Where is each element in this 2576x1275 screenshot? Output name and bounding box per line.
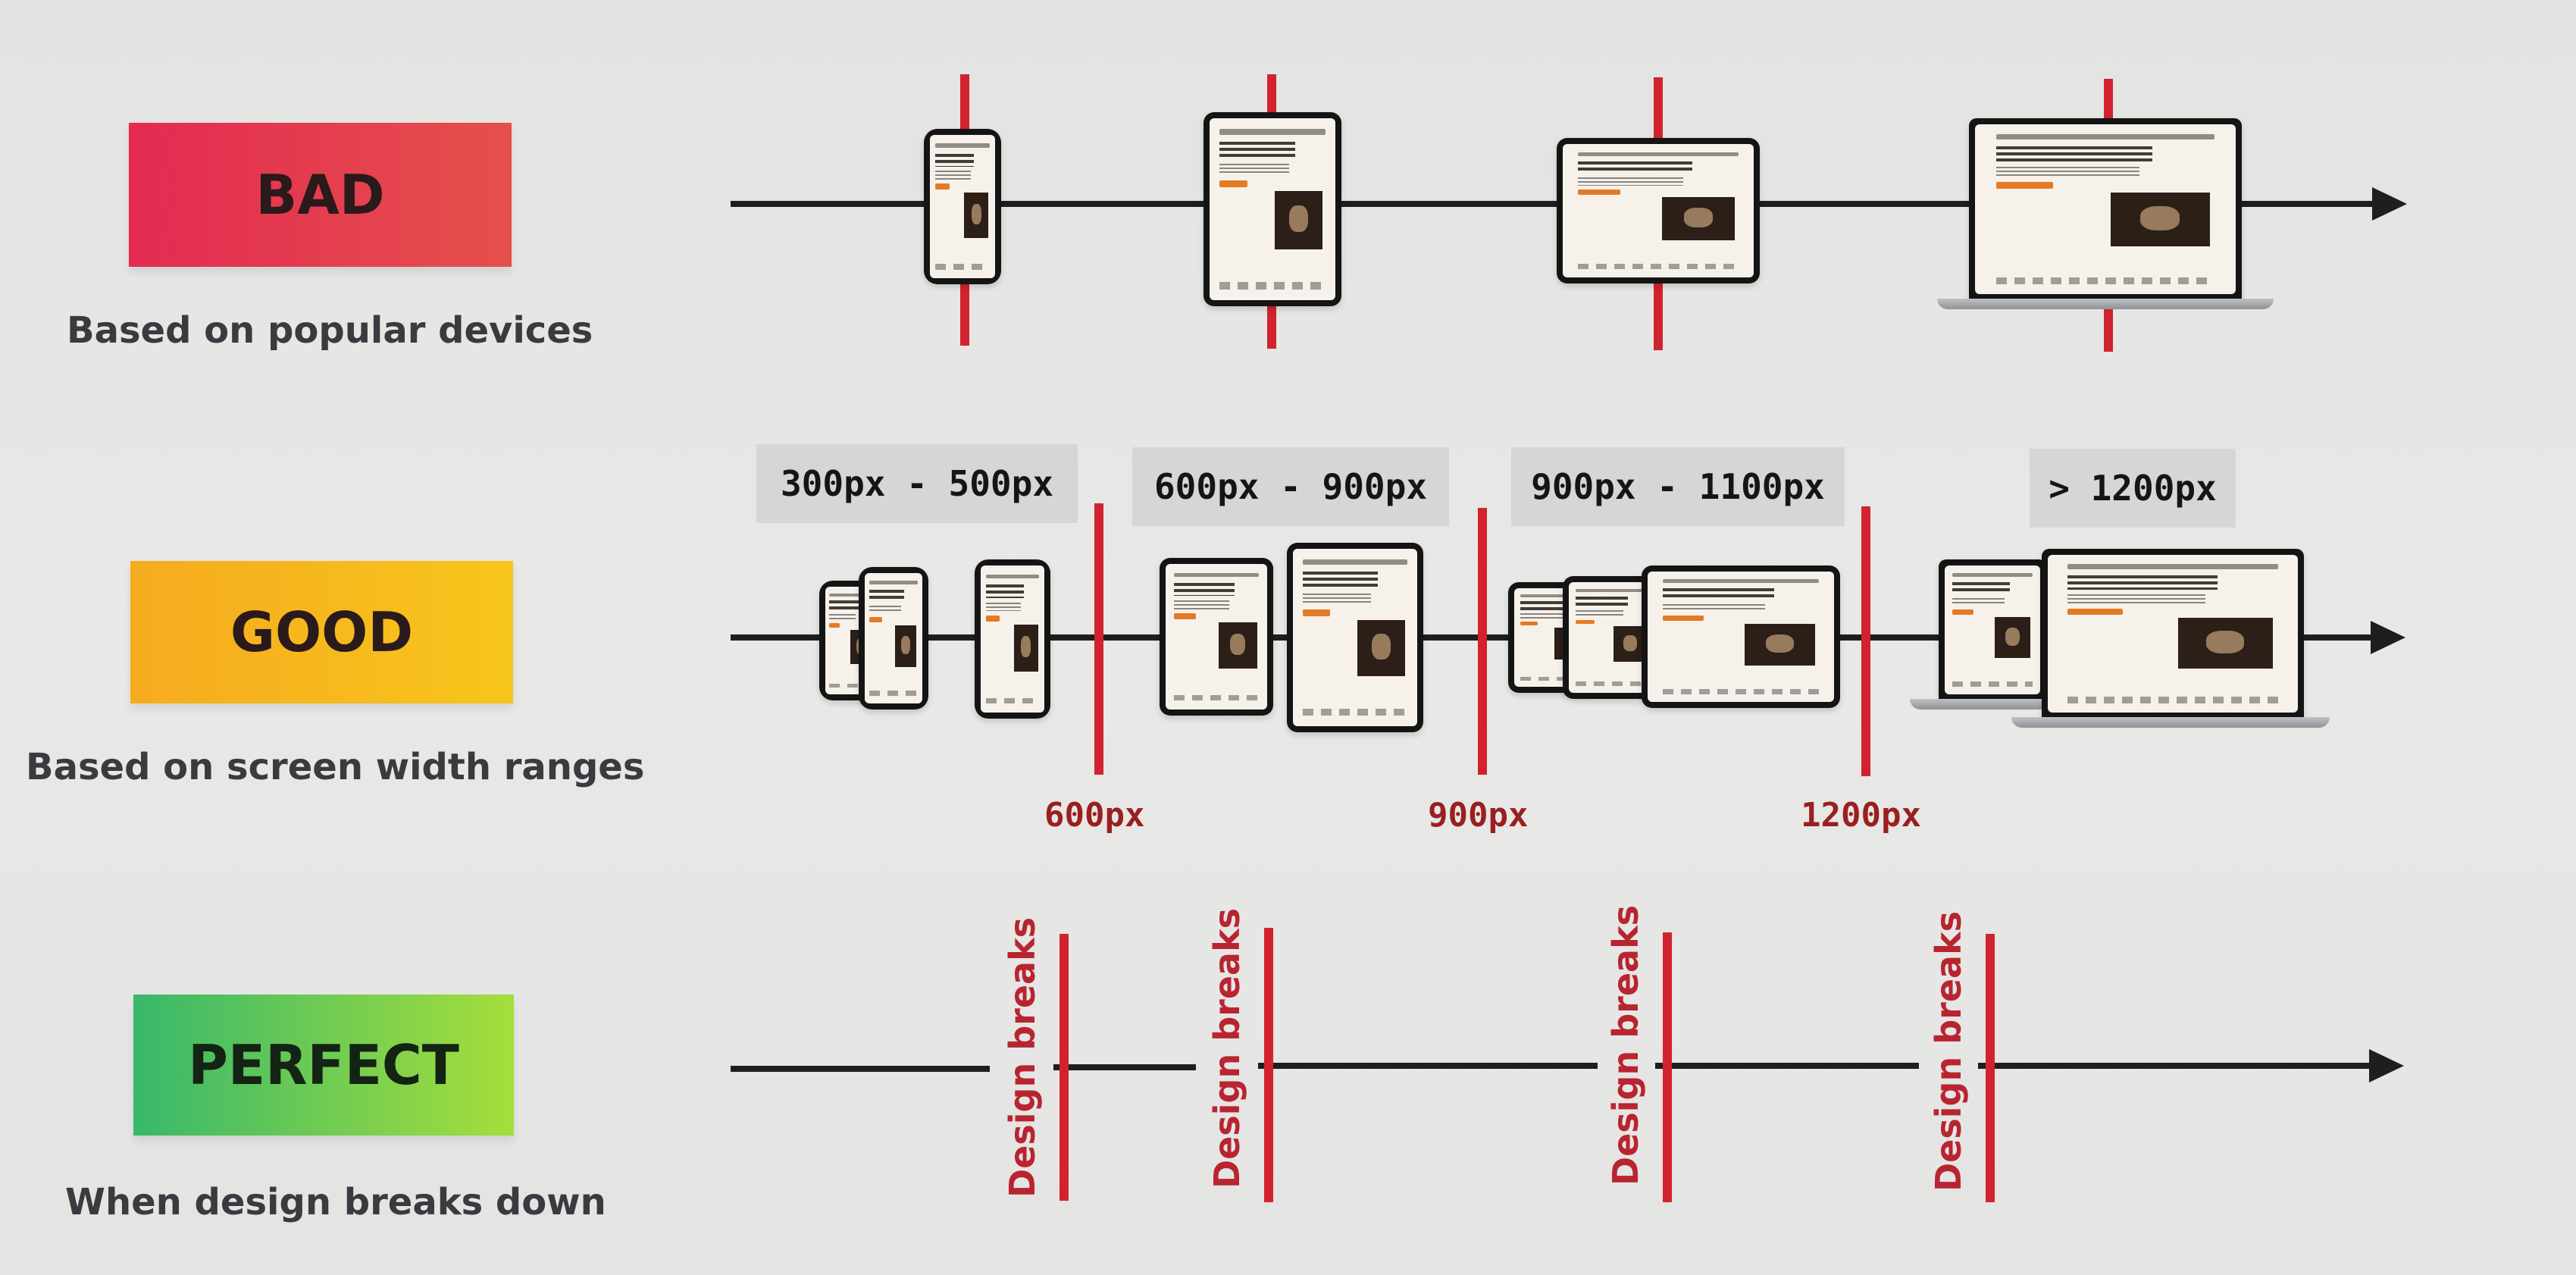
perfect-badge: PERFECT <box>133 995 514 1136</box>
design-break-marker <box>1663 932 1672 1202</box>
laptop-base <box>1910 699 2077 710</box>
perfect-timeline-segment <box>731 1066 990 1072</box>
tablet-mockup <box>1203 112 1341 306</box>
bad-label: BAD <box>255 163 385 227</box>
bad-badge: BAD <box>129 123 512 267</box>
laptop-mockup <box>2042 549 2304 719</box>
laptop-mockup <box>1969 118 2242 300</box>
breakpoint-label: 900px <box>1428 796 1529 835</box>
laptop-base <box>1937 299 2274 309</box>
design-breaks-label: Design breaks <box>1002 916 1043 1198</box>
design-breaks-label: Design breaks <box>1207 907 1247 1189</box>
tablet-mockup <box>1287 543 1423 732</box>
perfect-timeline-segment <box>1258 1063 1598 1069</box>
range-label: 600px - 900px <box>1132 447 1449 526</box>
phone-mockup <box>859 567 928 710</box>
good-badge: GOOD <box>130 561 513 703</box>
good-label: GOOD <box>230 600 414 664</box>
design-breaks-label: Design breaks <box>1928 910 1969 1192</box>
design-breaks-label: Design breaks <box>1605 904 1646 1186</box>
perfect-caption: When design breaks down <box>65 1181 606 1223</box>
perfect-timeline-segment <box>1655 1063 1919 1069</box>
laptop-mockup <box>1939 559 2046 700</box>
breakpoint-marker <box>1861 506 1870 776</box>
perfect-arrowhead <box>2369 1049 2404 1082</box>
breakpoint-label: 600px <box>1044 796 1145 835</box>
good-arrowhead <box>2371 621 2405 654</box>
design-break-marker <box>1986 934 1995 1202</box>
design-break-marker <box>1060 934 1069 1201</box>
perfect-label: PERFECT <box>188 1033 459 1097</box>
design-break-marker <box>1264 928 1273 1202</box>
tablet-mockup <box>1160 558 1273 716</box>
phone-mockup <box>975 559 1050 719</box>
perfect-timeline-segment <box>1053 1064 1196 1070</box>
breakpoint-marker <box>1478 508 1487 775</box>
tablet-landscape-mockup <box>1642 565 1840 708</box>
breakpoint-marker <box>1094 503 1103 775</box>
phone-mockup <box>924 129 1001 284</box>
breakpoint-label: 1200px <box>1801 796 1921 835</box>
bad-timeline <box>731 201 2372 207</box>
laptop-base <box>2011 717 2330 728</box>
bad-arrowhead <box>2372 187 2407 221</box>
tablet-landscape-mockup <box>1557 138 1760 284</box>
perfect-timeline-segment <box>1978 1063 2372 1069</box>
range-label: 900px - 1100px <box>1511 447 1845 526</box>
good-caption: Based on screen width ranges <box>26 746 645 788</box>
range-label: > 1200px <box>2030 449 2236 528</box>
bad-caption: Based on popular devices <box>67 309 593 352</box>
range-label: 300px - 500px <box>756 444 1078 523</box>
